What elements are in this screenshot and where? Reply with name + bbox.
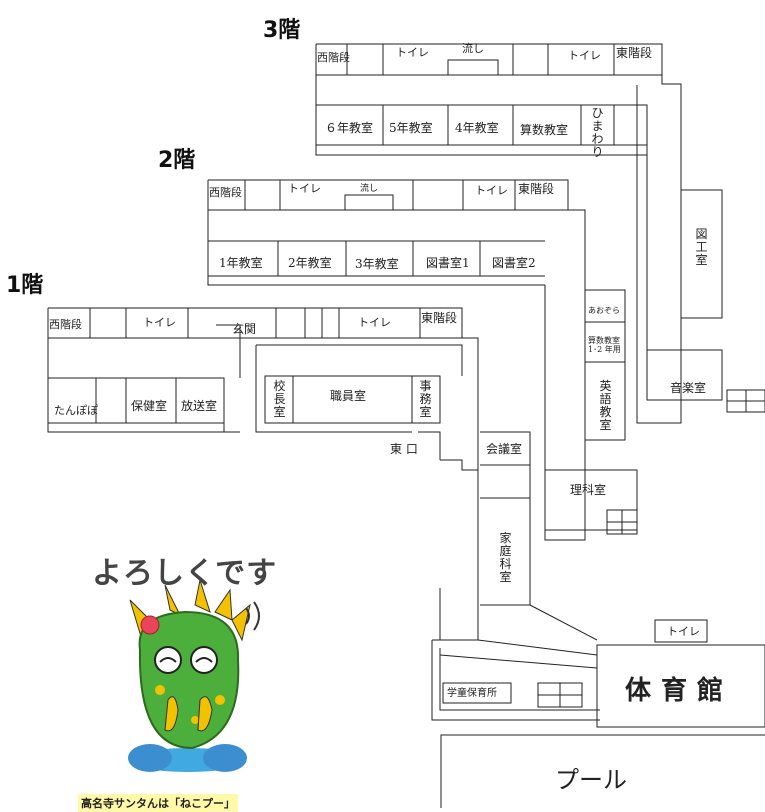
gymnasium: 体育館 [625,676,734,706]
f1-entrance: 玄関 [232,322,257,336]
f1-principal-room: 校長室 [273,379,286,419]
f1-toilet-b: トイレ [358,316,391,329]
f2-english-room: 英語教室 [599,379,612,432]
f2-west-stairs: 西階段 [209,186,242,199]
f1-office: 事務室 [419,379,432,419]
f2-toilet-b: トイレ [475,184,508,197]
f3-toilet-b: トイレ [568,49,601,62]
f1-toilet-a: トイレ [143,316,176,329]
f1-afterschool-care: 学童保育所 [447,688,497,699]
f2-class-1: 1年教室 [219,256,263,270]
floor-3-title: 3階 [263,18,301,43]
f1-staff-room: 職員室 [330,389,367,403]
f2-library-2: 図書室2 [492,256,536,270]
f3-sink: 流し [462,42,484,55]
floor-1-title: 1階 [6,273,44,298]
f2-aozora: あおぞら [588,306,620,315]
f3-art-room: 図工室 [695,227,708,267]
f3-math-room: 算数教室 [520,123,569,137]
f3-class-4: 4年教室 [455,121,499,135]
f3-himawari: ひまわり [591,106,604,159]
f3-toilet-a: トイレ [396,46,429,59]
f1-home-ec-room: 家庭科室 [499,531,512,584]
f1-meeting-room: 会議室 [486,442,523,456]
mascot-illustration [128,579,260,772]
mascot-greeting: よろしくです [92,556,278,591]
f3-east-stairs: 東階段 [616,46,653,60]
f3-music-room: 音楽室 [670,381,707,395]
gym-toilet: トイレ [667,625,700,638]
f2-class-2: 2年教室 [288,256,332,270]
f2-toilet-a: トイレ [288,182,321,195]
f1-west-stairs: 西階段 [49,318,82,331]
f3-class-6: ６年教室 [325,121,374,135]
f2-library-1: 図書室1 [426,256,470,270]
f3-west-stairs: 西階段 [317,51,350,64]
f1-tanpopo: たんぽぽ [54,404,98,417]
pool: プール [555,766,627,794]
f2-math-room-grades-1-2: 算数教室 1･2 年用 [588,336,621,354]
f2-science-room: 理科室 [570,483,607,497]
f2-sink: 流し [360,184,379,194]
mascot-caption: 高名寺サンタんは「ねこプー」 [78,794,238,812]
f1-east-entrance: 東 口 [390,442,418,456]
f2-east-stairs: 東階段 [518,182,555,196]
f1-east-stairs: 東階段 [421,311,458,325]
f2-class-3: 3年教室 [355,257,399,271]
f3-class-5: 5年教室 [389,121,433,135]
f1-broadcast-room: 放送室 [181,399,218,413]
f1-nurse-room: 保健室 [131,399,168,413]
floor-2-title: 2階 [158,148,196,173]
